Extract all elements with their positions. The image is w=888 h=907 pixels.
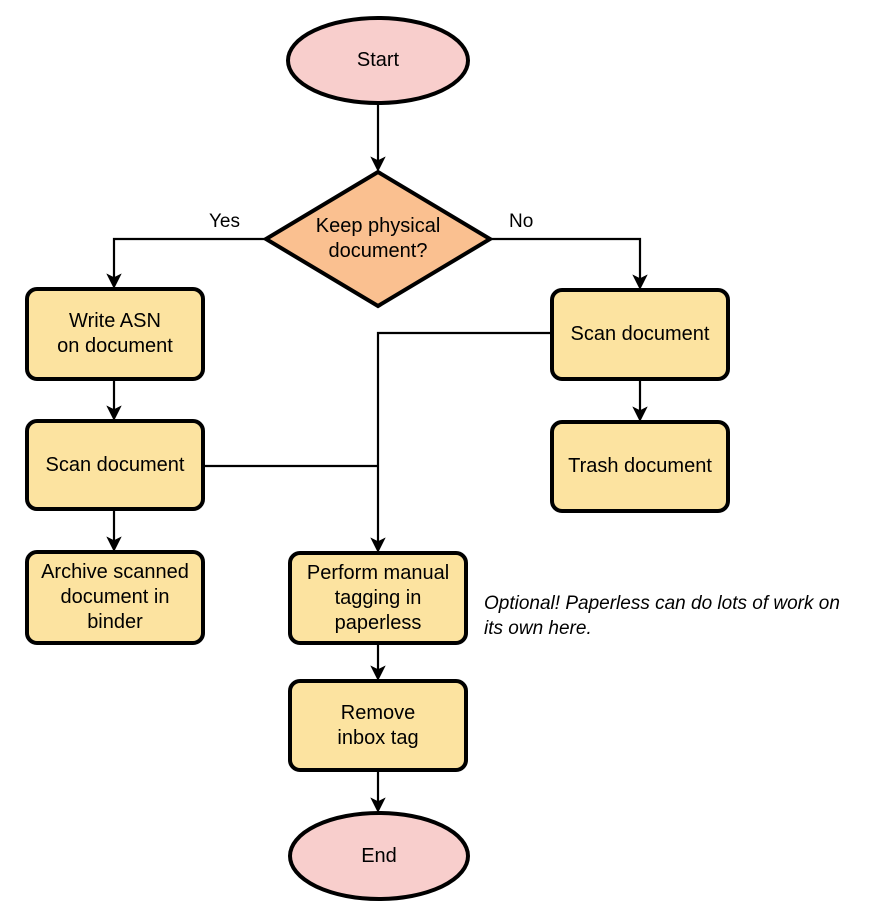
node-start[interactable] [286, 16, 470, 105]
edge-label-no: No [509, 211, 534, 232]
node-perform-manual-tagging[interactable] [288, 551, 468, 645]
node-keep-physical-document[interactable] [262, 169, 494, 309]
node-trash-document[interactable] [550, 420, 730, 513]
node-end[interactable] [288, 811, 470, 901]
node-remove-inbox-tag[interactable] [288, 679, 468, 772]
node-write-asn[interactable] [25, 287, 205, 381]
edge-decision-no-to-scan-right [490, 237, 648, 290]
edge-decision-yes-to-write-asn [106, 237, 266, 289]
node-scan-document-right[interactable] [550, 288, 730, 381]
edge-scan-right-to-manual-tagging [370, 331, 552, 553]
node-archive-scanned-document[interactable] [25, 550, 205, 645]
edge-label-yes: Yes [209, 211, 240, 232]
node-scan-document-left[interactable] [25, 419, 205, 511]
optional-note: Optional! Paperless can do lots of work … [484, 593, 840, 639]
